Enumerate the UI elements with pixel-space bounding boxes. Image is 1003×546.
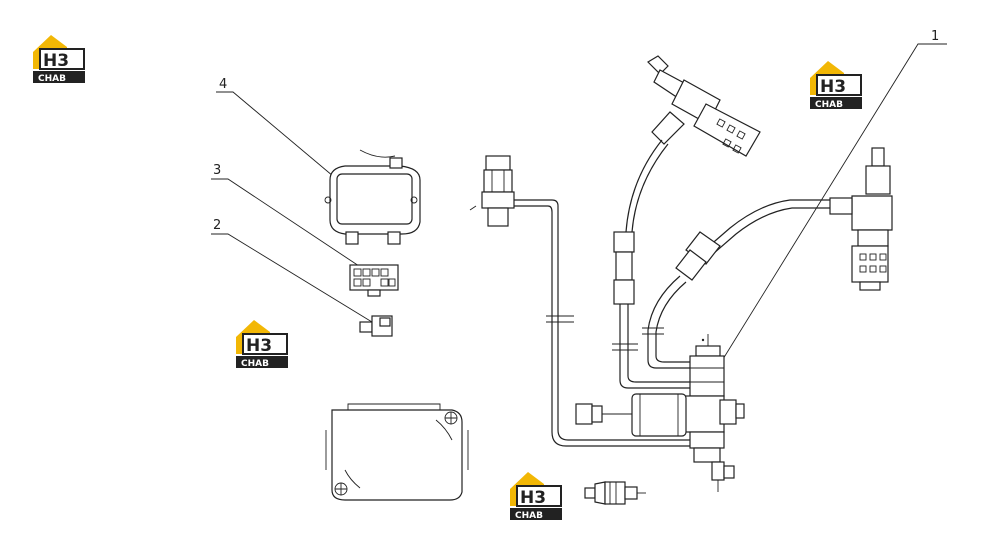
callout-label: 4 (219, 77, 227, 92)
callout-3: 3 (211, 163, 366, 271)
upper-injector (612, 55, 761, 389)
logo-mark: H3 (520, 488, 546, 508)
logo-sub: CHAB (38, 74, 66, 84)
two-pin-plug (359, 315, 393, 337)
right-injector (642, 147, 893, 369)
logo-sub: CHAB (241, 359, 269, 369)
brand-logo: H3 CHAB (809, 60, 863, 110)
multi-pin-connector (349, 264, 399, 297)
left-sensor-assembly (469, 155, 690, 447)
callout-label: 2 (213, 218, 221, 233)
logo-mark: H3 (820, 77, 846, 97)
brand-logo: H3 CHAB (235, 319, 289, 369)
logo-mark: H3 (43, 51, 69, 71)
control-box (325, 403, 469, 501)
controller-module (324, 149, 421, 245)
callout-label: 1 (931, 29, 939, 44)
brand-logo: H3 CHAB (509, 471, 563, 521)
logo-sub: CHAB (815, 100, 843, 110)
brand-logo: H3 CHAB (32, 34, 86, 84)
callout-2: 2 (211, 218, 373, 323)
solenoid-actuator (575, 393, 687, 437)
logo-sub: CHAB (515, 511, 543, 521)
logo-mark: H3 (246, 336, 272, 356)
callout-1: 1 (714, 29, 947, 373)
distributor-valve (683, 334, 745, 492)
pressure-sensor (584, 481, 646, 505)
callout-label: 3 (213, 163, 221, 178)
callout-4: 4 (216, 77, 353, 193)
